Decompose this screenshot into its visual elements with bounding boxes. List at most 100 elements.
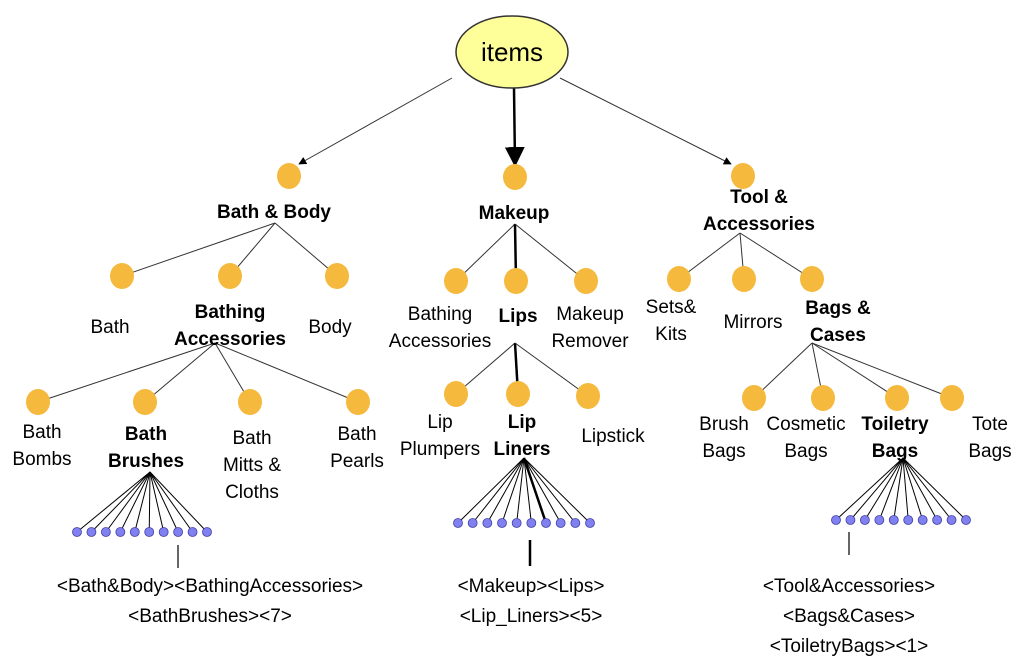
level3-label-line: Bags [784, 441, 827, 462]
level3-label-line: Toiletry [861, 414, 929, 435]
leaf-groups [72, 457, 971, 537]
level3-label-line: Bags [968, 441, 1011, 462]
level1-label: Makeup [479, 203, 550, 224]
level3-edge-7 [753, 342, 813, 399]
leaf-edge [105, 471, 151, 533]
leaf-edge [835, 457, 904, 521]
leaf-edge [516, 457, 525, 524]
leaf-node [961, 515, 971, 525]
root-edge-1 [504, 87, 525, 167]
root-edge-0 [298, 77, 453, 165]
leaf-node [859, 515, 870, 525]
level3-label-line: Bath [22, 422, 61, 443]
leaf-node [831, 515, 841, 525]
leaf-edge [893, 457, 904, 521]
leaf-edge [457, 457, 525, 524]
leaf-edge [902, 457, 924, 521]
leaf-edge [523, 457, 532, 524]
level3-edge-1 [144, 342, 216, 403]
level2-label-line: Accessories [174, 329, 286, 350]
leaf-edge [522, 457, 548, 524]
level3-node-0 [26, 389, 50, 415]
level3-label-line: Lipstick [581, 426, 645, 447]
tree-edges [37, 77, 953, 403]
leaf-node [903, 515, 914, 525]
level2-node-1 [218, 263, 242, 289]
leaf-edge [76, 471, 151, 533]
leaf-edge [486, 457, 525, 524]
level3-edge-10 [811, 342, 953, 399]
level3-label-line: Cosmetic [766, 414, 845, 435]
level2-node-6 [667, 266, 691, 292]
level2-label: Body [308, 317, 352, 338]
level3-node-2 [238, 389, 262, 415]
leaf-edge [902, 457, 909, 521]
level3-label-line: Bath [232, 428, 271, 449]
root-node: items [455, 15, 569, 89]
leaf-edge [523, 457, 591, 524]
leaf-edge [501, 457, 525, 524]
leaf-node [946, 515, 957, 525]
leaf-node [541, 518, 551, 528]
path-label: <Makeup><Lips><Lip_Liners><5> [458, 576, 605, 627]
level2-label-line: Bathing [408, 304, 472, 325]
level2-label: Sets&Kits [646, 297, 697, 345]
level2-edge-6 [678, 232, 741, 280]
leaf-node [453, 518, 463, 528]
level3-edge-6 [514, 342, 589, 397]
level3-label-line: Mitts & [223, 455, 281, 476]
level2-label: Bath [90, 317, 129, 338]
level3-node-8 [811, 385, 835, 411]
level2-label-line: Bags & [805, 298, 871, 319]
level2-edge-8 [739, 232, 813, 280]
leaf-edge [523, 457, 576, 524]
level2-label-line: Lips [498, 306, 537, 327]
level2-node-7 [732, 266, 756, 292]
level2-node-4 [504, 268, 528, 294]
path-labels: <Bath&Body><BathingAccessories><BathBrus… [57, 532, 935, 657]
level3-label: Lipstick [581, 426, 645, 447]
level3-label-line: Bags [702, 441, 745, 462]
leaf-node [115, 527, 126, 537]
level3-node-7 [742, 385, 766, 411]
level2-node-3 [444, 268, 468, 294]
leaf-node [932, 515, 943, 525]
leaf-edge [902, 457, 938, 521]
leaf-node [72, 527, 82, 537]
level3-label-line: Tote [972, 414, 1008, 435]
path-label-line: <Tool&Accessories> [763, 576, 935, 597]
leaf-node [467, 518, 478, 528]
leaf-node [187, 527, 198, 537]
level2-label-line: Body [308, 317, 352, 338]
level3-node-3 [346, 389, 370, 415]
level1-label: Bath & Body [217, 202, 331, 223]
level2-label: Bags &Cases [805, 298, 871, 346]
path-label-line: <Lip_Liners><5> [460, 606, 603, 627]
leaf-edge [523, 457, 562, 524]
leaf-node [888, 515, 899, 525]
level3-label-line: Bath [125, 424, 167, 445]
leaf-node [511, 518, 522, 528]
leaf-edge [472, 457, 525, 524]
leaf-edge [878, 457, 904, 521]
level3-node-5 [506, 381, 530, 407]
level3-label-line: Pearls [330, 451, 384, 472]
level2-label-line: Sets& [646, 297, 697, 318]
level2-label: Mirrors [723, 312, 782, 333]
level3-label-line: Plumpers [400, 439, 480, 460]
leaf-node [482, 518, 493, 528]
leaf-node [570, 518, 581, 528]
level3-label-line: Liners [493, 439, 550, 460]
level2-label-line: Bathing [195, 302, 266, 323]
level2-label-line: Remover [551, 331, 629, 352]
level1-label-line: Makeup [479, 203, 550, 224]
level3-node-9 [885, 385, 909, 411]
